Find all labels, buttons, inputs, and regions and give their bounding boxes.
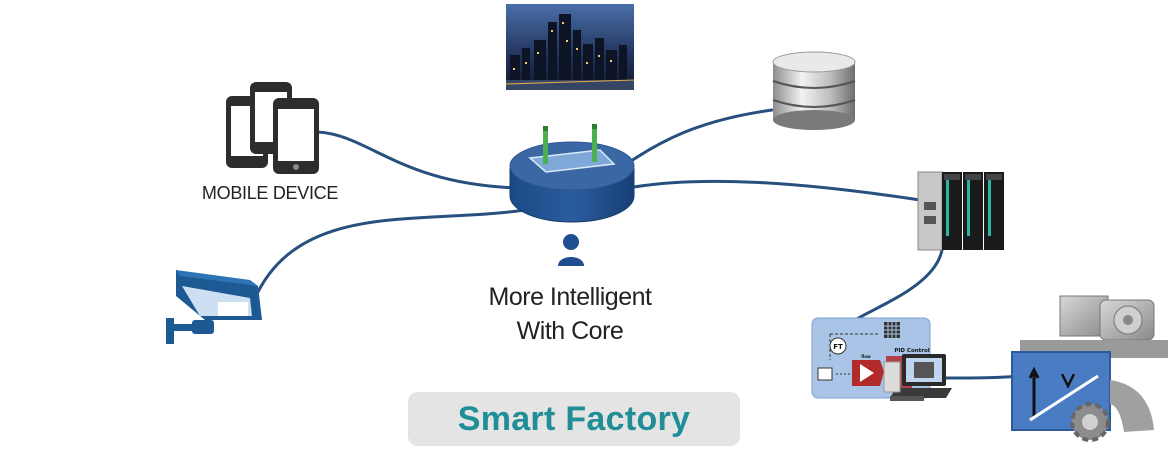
cable-plc-hmi <box>853 248 944 322</box>
ft-label: FT <box>833 343 843 351</box>
pid-control-label: PID Control <box>894 348 929 354</box>
database-icon <box>772 51 856 130</box>
core-title-line2: With Core <box>516 317 624 345</box>
smart-factory-badge: Smart Factory <box>408 392 740 446</box>
laptop-icon <box>883 354 952 401</box>
user-icon <box>558 234 584 266</box>
machine-gear-icon <box>1011 295 1168 442</box>
core-title: More Intelligent With Core <box>430 280 710 348</box>
cable-core-plc <box>626 179 922 202</box>
cable-camera-core <box>253 208 527 300</box>
mobile-device-label: MOBILE DEVICE <box>201 183 339 203</box>
mobile-devices-icon <box>226 82 319 174</box>
cables <box>253 108 1020 380</box>
cctv-camera-icon <box>166 270 262 344</box>
cable-hmi-machine <box>943 374 1020 380</box>
router-core-icon <box>509 124 635 223</box>
cable-mobile-core <box>316 130 522 190</box>
smart-factory-text: Smart Factory <box>457 399 691 438</box>
cable-core-database <box>616 108 774 172</box>
city-photo <box>505 4 635 90</box>
plc-rack-icon <box>917 171 1004 251</box>
core-title-line1: More Intelligent <box>488 283 652 311</box>
flow-label: flow <box>861 354 871 359</box>
